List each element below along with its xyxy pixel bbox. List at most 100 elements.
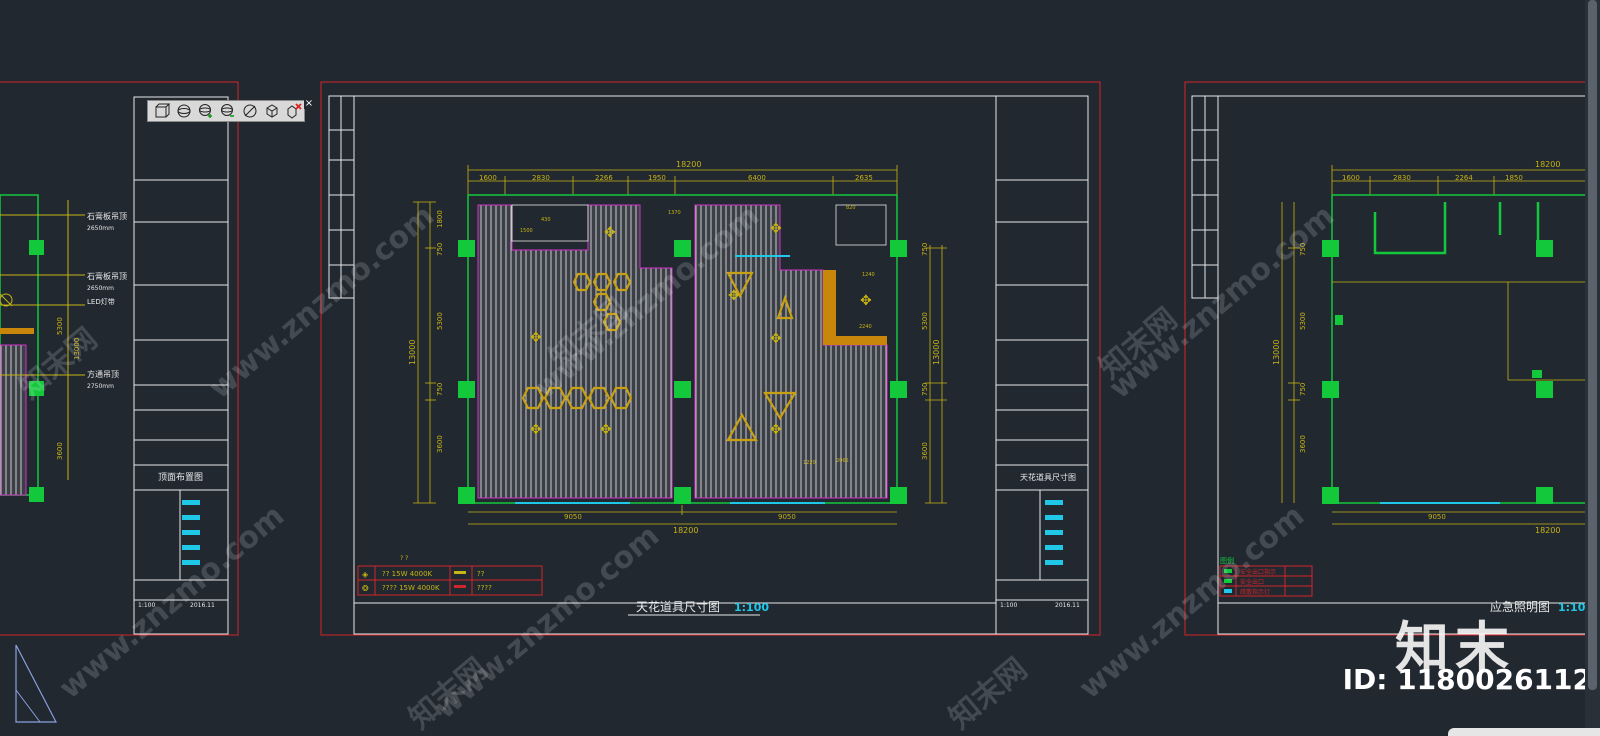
column-block: [1322, 381, 1339, 398]
dim-overall-bottom: 18200: [1535, 526, 1560, 535]
downlight-icon: ✥: [600, 422, 612, 438]
column-block: [890, 240, 907, 257]
dim-bottom: 9050: [778, 513, 796, 521]
svg-text:1220: 1220: [803, 460, 816, 466]
svg-text:1240: 1240: [862, 272, 875, 278]
svg-text:2240: 2240: [859, 324, 872, 330]
legend-symbol-icon: ❂: [362, 584, 369, 593]
legend-header: 图例: [1220, 556, 1234, 565]
dim-overall-top: 18200: [676, 160, 701, 169]
legend-code: ????: [477, 584, 492, 592]
dim-right: 750: [921, 243, 929, 256]
sheet-center: 天花道具尺寸图 1:100 2016.11 18200 1600 2830 22…: [320, 81, 1101, 636]
column-block: [674, 240, 691, 257]
callout-label: LED灯带: [87, 297, 115, 306]
column-block: [1536, 240, 1553, 257]
dim-top: 6400: [748, 174, 766, 182]
dim-right: 750: [921, 383, 929, 396]
title-block-scale: 1:100: [1000, 602, 1017, 609]
svg-text:知末网: 知末网: [943, 651, 1034, 736]
brand-logo: 知末: [1395, 615, 1515, 679]
floor-plan-outline: [1331, 194, 1600, 504]
dim-bottom: 9050: [564, 513, 582, 521]
sheet-scale: 1:100: [1558, 601, 1593, 614]
downlight-icon: ✥: [770, 221, 782, 237]
column-block: [1536, 487, 1553, 504]
callout-label: 石膏板吊顶: [87, 211, 127, 221]
watermark: www.znzmo.com www.znzmo.com www.znzmo.co…: [13, 198, 1341, 736]
sheet-left-scale: 1:100: [138, 602, 155, 609]
sheet-left-title: 顶面布置图: [158, 471, 203, 483]
id-badge: ID: 1180026112: [1342, 663, 1592, 696]
column-block: [458, 240, 475, 257]
downlight-icon: ✥: [604, 225, 616, 241]
dim-bottom: 9050: [1428, 513, 1446, 521]
legend-symbol-icon: ◈: [362, 570, 369, 579]
sphere-subtract-icon[interactable]: [218, 102, 237, 120]
sheet-left: 顶面布置图 1:100 2016.11 石膏板吊顶 2650mm 石膏板吊顶 2…: [0, 81, 239, 723]
dim-label: 3600: [56, 442, 64, 460]
svg-text:1370: 1370: [668, 210, 681, 216]
dim-overall-right: 13000: [932, 340, 941, 365]
downlight-icon: ✥: [530, 330, 542, 346]
column-block: [1322, 240, 1339, 257]
legend-header: ? ?: [400, 555, 408, 562]
sphere-icon[interactable]: [174, 102, 193, 120]
legend-text: 安全出口: [1240, 578, 1264, 586]
dim-overall-bottom: 18200: [673, 526, 698, 535]
dim-overall-left: 13000: [1272, 340, 1281, 365]
svg-text:www.znzmo.com: www.znzmo.com: [1103, 198, 1341, 406]
svg-text:430: 430: [541, 217, 551, 223]
downlight-icon: ✥: [530, 422, 542, 438]
column-block: [29, 240, 44, 255]
sheet-center-frame: [320, 81, 1101, 636]
column-block: [674, 381, 691, 398]
column-block: [674, 487, 691, 504]
lighting-legend: ? ? ◈ ❂ ?? 15W 4000K ???? 15W 4000K ?? ?…: [357, 555, 543, 596]
triangle-lamp-group: [726, 271, 797, 442]
dim-overall-top: 18200: [1535, 160, 1560, 169]
toolbar-close-button[interactable]: ×: [304, 98, 314, 109]
exit-sign-icon: [1335, 315, 1343, 325]
dim-left: 5300: [436, 312, 444, 330]
scrollbar-thumb[interactable]: [1588, 0, 1597, 690]
sheet-title: 天花道具尺寸图: [636, 599, 720, 614]
downlight-icon: ✥: [770, 422, 782, 438]
dim-top: 1950: [648, 174, 666, 182]
sheet-right-frame: [1184, 81, 1600, 636]
orbit-toolbar[interactable]: ×: [147, 99, 314, 122]
dim-right: 5300: [921, 312, 929, 330]
dim-label: 13000: [73, 338, 81, 360]
status-pill[interactable]: [1448, 728, 1600, 736]
legend-text: 疏散指示灯: [1240, 588, 1270, 596]
svg-text:1500: 1500: [520, 228, 533, 234]
title-block-left: [133, 96, 229, 635]
dim-left: 5300: [1299, 312, 1307, 330]
view-cube-icon[interactable]: [152, 102, 171, 120]
sphere-add-icon[interactable]: [196, 102, 215, 120]
dim-top: 1600: [479, 174, 497, 182]
cube-delete-icon[interactable]: [284, 102, 303, 120]
legend-text: ?? 15W 4000K: [382, 570, 433, 578]
dim-left: 3600: [1299, 435, 1307, 453]
svg-text:www.znzmo.com: www.znzmo.com: [53, 498, 291, 706]
dim-left: 1800: [436, 210, 444, 228]
title-block-sheet-name: 天花道具尺寸图: [1020, 472, 1076, 482]
dim-right: 3600: [921, 442, 929, 460]
downlight-icon: ✥: [728, 288, 740, 304]
sphere-slash-icon[interactable]: [240, 102, 259, 120]
cube-icon[interactable]: [262, 102, 281, 120]
dim-overall-left: 13000: [408, 340, 417, 365]
dim-left: 750: [436, 243, 444, 256]
callout-label: 2650mm: [87, 285, 114, 292]
dim-top: 2266: [595, 174, 613, 182]
dim-left: 750: [436, 383, 444, 396]
sheet-left-date: 2016.11: [190, 602, 215, 609]
svg-text:2065: 2065: [836, 458, 849, 464]
led-strip: [823, 270, 887, 345]
title-block-date: 2016.11: [1055, 602, 1080, 609]
title-block-center: [995, 95, 1089, 635]
dim-top: 1600: [1342, 174, 1360, 182]
dim-top: 1850: [1505, 174, 1523, 182]
